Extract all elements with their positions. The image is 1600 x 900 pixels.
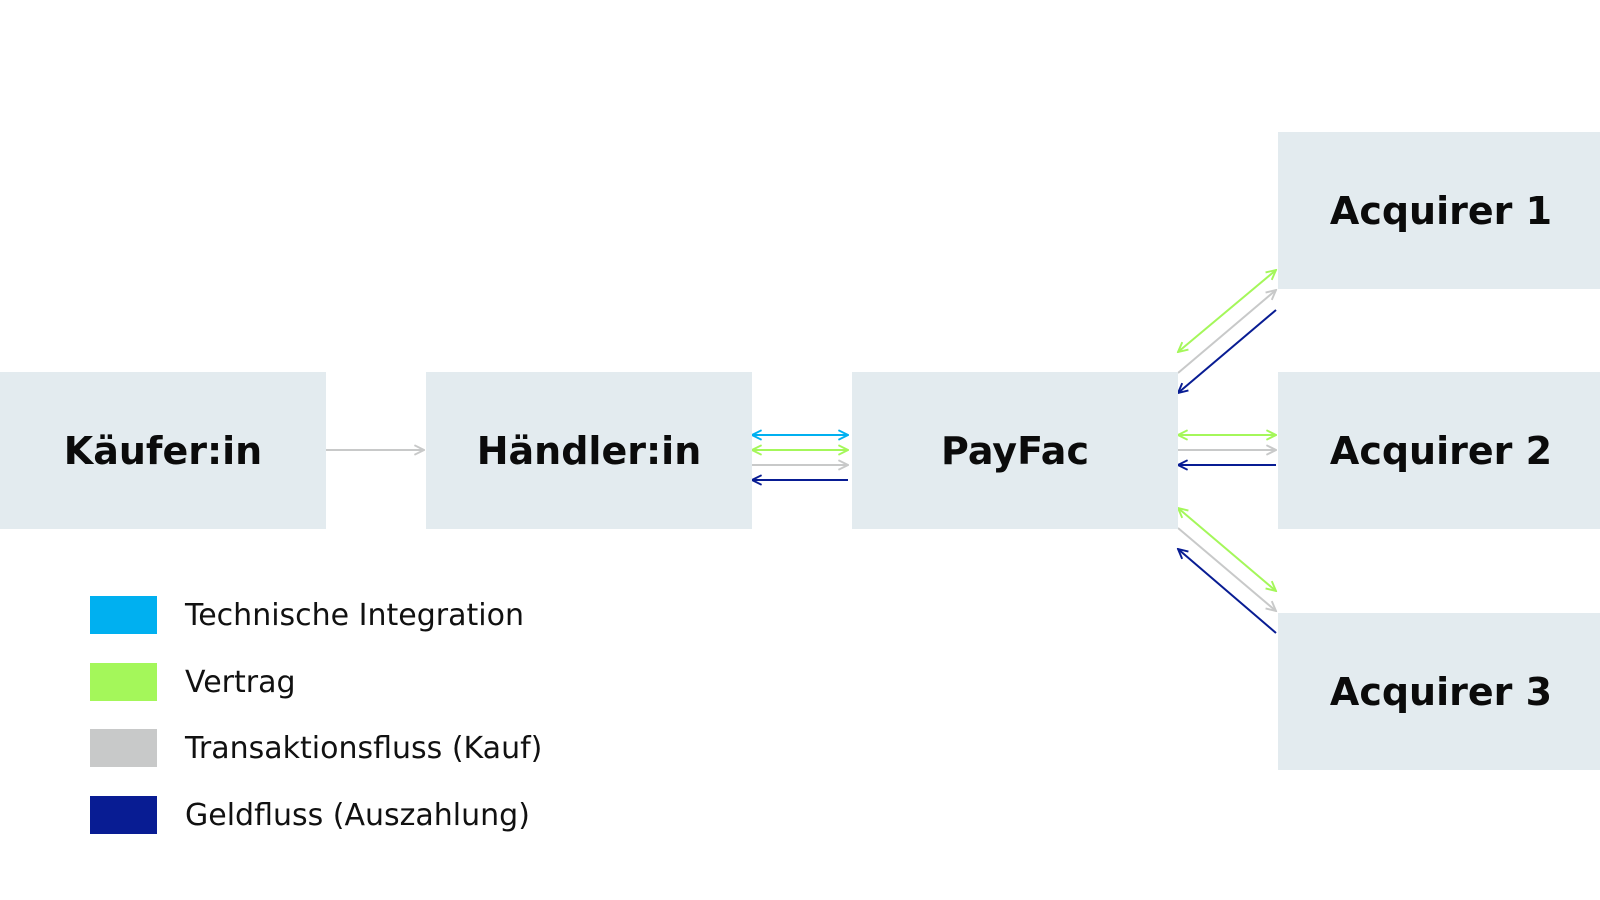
legend-label-contract: Vertrag	[185, 664, 296, 700]
arrow-payfac-acquirer3-money	[1178, 549, 1277, 634]
legend-label-technical: Technische Integration	[185, 597, 524, 633]
legend-swatch-technical	[90, 596, 157, 634]
node-acquirer-1: Acquirer 1	[1278, 132, 1600, 289]
legend-swatch-money	[90, 796, 157, 834]
legend-item-contract: Vertrag	[90, 663, 296, 701]
legend-swatch-contract	[90, 663, 157, 701]
legend-item-money: Geldfluss (Auszahlung)	[90, 796, 530, 834]
arrow-payfac-acquirer1-contract	[1178, 270, 1276, 352]
node-merchant: Händler:in	[426, 372, 752, 529]
node-buyer: Käufer:in	[0, 372, 326, 529]
node-acquirer-2: Acquirer 2	[1278, 372, 1600, 529]
legend-item-transaction: Transaktionsfluss (Kauf)	[90, 729, 542, 767]
arrow-payfac-acquirer1-transaction	[1177, 290, 1276, 374]
legend-swatch-transaction	[90, 729, 157, 767]
arrow-payfac-acquirer1-money	[1178, 309, 1277, 393]
node-payfac: PayFac	[852, 372, 1178, 529]
arrow-payfac-acquirer3-contract	[1178, 508, 1276, 591]
arrow-payfac-acquirer3-transaction	[1177, 527, 1276, 611]
node-acquirer-3: Acquirer 3	[1278, 613, 1600, 770]
legend-item-technical: Technische Integration	[90, 596, 524, 634]
legend-label-money: Geldfluss (Auszahlung)	[185, 797, 530, 833]
legend-label-transaction: Transaktionsfluss (Kauf)	[185, 730, 543, 766]
